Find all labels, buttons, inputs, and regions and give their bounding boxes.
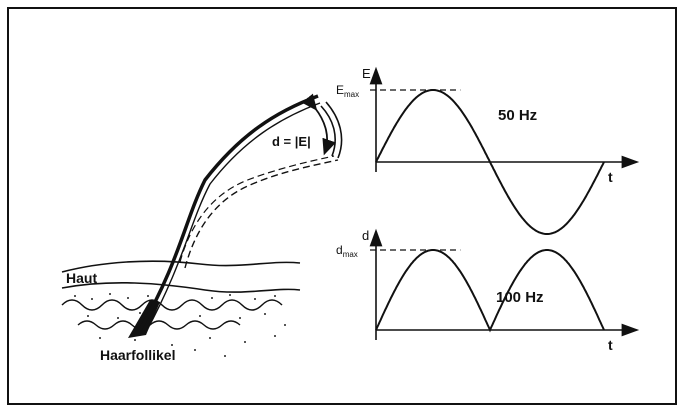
- deflection-arrow: [301, 93, 337, 156]
- max-label-subscript: max: [344, 90, 359, 99]
- chart-deflection: d t dmax 100 Hz: [336, 228, 640, 353]
- max-label: Emax: [336, 83, 359, 99]
- max-label: dmax: [336, 243, 358, 259]
- hair-deflected-dashed-2: [179, 155, 335, 263]
- frequency-annotation: 100 Hz: [496, 289, 544, 306]
- skin-stipple: [74, 293, 286, 357]
- frequency-annotation: 50 Hz: [498, 107, 537, 124]
- curve-line: [375, 249, 605, 333]
- skin-label: Haut: [66, 270, 97, 286]
- hair-shaft-edge: [145, 102, 321, 333]
- skin-surface-line: [61, 260, 301, 273]
- hair-follicle-label: Haarfollikel: [100, 347, 175, 363]
- skin-illustration: [61, 260, 301, 357]
- skin-layer-line: [61, 282, 301, 293]
- max-label-subscript: max: [343, 250, 358, 259]
- y-axis-label: E: [362, 66, 371, 81]
- figure-frame: [7, 7, 677, 405]
- hair-follicle-root: [128, 300, 160, 338]
- deflection-arc-inner: [320, 105, 336, 157]
- dermis-wave-line-2: [77, 320, 241, 330]
- hair-shaft: [138, 94, 319, 331]
- dermis-wave-line: [61, 299, 283, 311]
- x-axis-label: t: [608, 337, 613, 353]
- x-axis-label: t: [608, 169, 613, 185]
- chart-field-strength: Et Emax 50 Hz: [336, 66, 640, 235]
- y-axis-label: d: [362, 228, 369, 243]
- distance-formula-label: d = |E|: [272, 134, 311, 149]
